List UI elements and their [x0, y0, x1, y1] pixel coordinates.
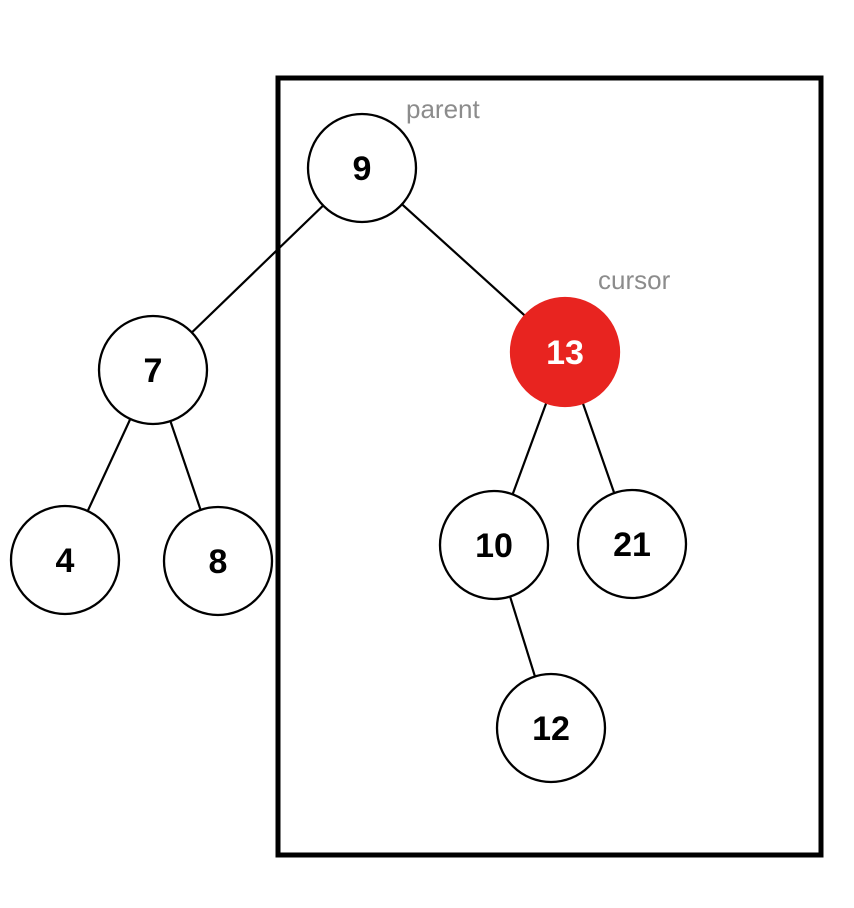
annotation-cursor: cursor — [598, 265, 671, 295]
tree-node-10 — [438, 489, 550, 601]
tree-node-value-4: 4 — [56, 542, 75, 580]
boundary-box — [275, 75, 824, 858]
tree-node-8 — [162, 505, 274, 617]
tree-node-7 — [97, 314, 209, 426]
tree-node-4 — [9, 504, 121, 616]
tree-node-value-8: 8 — [209, 543, 228, 581]
tree-node-value-21: 21 — [613, 526, 651, 564]
tree-node-value-12: 12 — [532, 710, 570, 748]
tree-node-12 — [495, 672, 607, 784]
tree-node-value-7: 7 — [144, 352, 163, 390]
tree-node-value-13: 13 — [546, 334, 584, 372]
tree-node-13-cursor — [509, 296, 621, 408]
tree-node-value-9: 9 — [353, 150, 372, 188]
annotation-parent: parent — [406, 94, 480, 124]
tree-node-value-10: 10 — [475, 527, 513, 565]
tree-node-21 — [576, 488, 688, 600]
tree-node-9 — [306, 112, 418, 224]
